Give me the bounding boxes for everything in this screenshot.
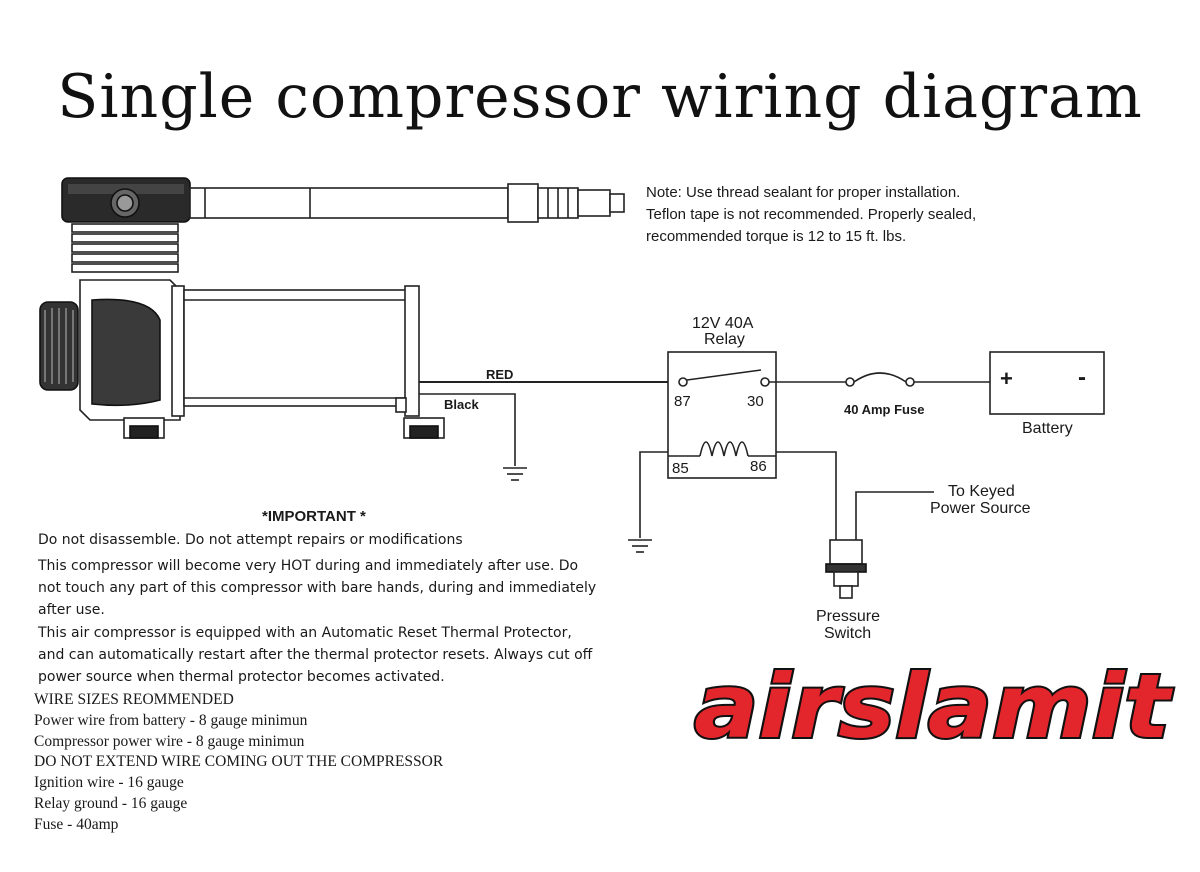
important-line: and can automatically restart after the … <box>38 647 593 663</box>
logo-text: airslamit <box>694 665 1173 755</box>
fuse-label: 40 Amp Fuse <box>844 402 925 417</box>
important-line: Do not disassemble. Do not attempt repai… <box>38 532 463 548</box>
wire-size-line: Ignition wire - 16 gauge <box>34 774 184 791</box>
battery-label: Battery <box>1022 420 1073 437</box>
compressor-illustration <box>39 177 625 439</box>
battery-plus: + <box>1000 366 1013 391</box>
wire-size-line: WIRE SIZES REOMMENDED <box>34 691 234 708</box>
black-wire-label: Black <box>444 397 479 412</box>
installation-note: Note: Use thread sealant for proper inst… <box>646 182 976 248</box>
keyed-label-line1: To Keyed <box>948 483 1015 500</box>
important-line: after use. <box>38 602 105 618</box>
important-line: This air compressor is equipped with an … <box>38 625 572 641</box>
relay-pin-86: 86 <box>750 458 767 475</box>
important-heading: *IMPORTANT * <box>262 508 366 525</box>
keyed-label-line2: Power Source <box>930 500 1031 517</box>
black-wire <box>419 393 516 466</box>
pressure-switch-label-line1: Pressure <box>816 608 881 625</box>
relay-ground-symbol <box>628 539 652 553</box>
page-title: Single compressor wiring diagram <box>57 62 1143 132</box>
relay-box <box>667 351 777 479</box>
important-line: This compressor will become very HOT dur… <box>38 558 579 574</box>
ground-symbol <box>503 467 527 481</box>
battery-box <box>989 351 1105 415</box>
pressure-switch-illustration <box>825 539 867 599</box>
note-line: Note: Use thread sealant for proper inst… <box>646 184 961 201</box>
pressure-switch-label-line2: Switch <box>824 625 872 642</box>
fuse-symbol <box>845 372 915 387</box>
relay-label: Relay <box>704 331 745 348</box>
battery-minus: - <box>1078 364 1086 391</box>
relay-rating: 12V 40A <box>692 315 754 332</box>
important-line: power source when thermal protector beco… <box>38 669 445 685</box>
wire-size-line: Relay ground - 16 gauge <box>34 795 188 812</box>
wire-size-line: Compressor power wire - 8 gauge minimun <box>34 733 305 750</box>
airslamit-logo: airslamit <box>692 665 1175 755</box>
relay-pin-30: 30 <box>747 393 764 410</box>
wire-size-line: Power wire from battery - 8 gauge minimu… <box>34 712 308 729</box>
relay-pin-85: 85 <box>672 460 689 477</box>
note-line: recommended torque is 12 to 15 ft. lbs. <box>646 228 907 245</box>
relay-pin-87: 87 <box>674 393 691 410</box>
wire-size-line: DO NOT EXTEND WIRE COMING OUT THE COMPRE… <box>34 753 444 770</box>
wire-size-line: Fuse - 40amp <box>34 816 119 833</box>
red-wire-label: RED <box>486 367 514 382</box>
note-line: Teflon tape is not recommended. Properly… <box>646 206 977 223</box>
important-line: not touch any part of this compressor wi… <box>38 580 597 596</box>
